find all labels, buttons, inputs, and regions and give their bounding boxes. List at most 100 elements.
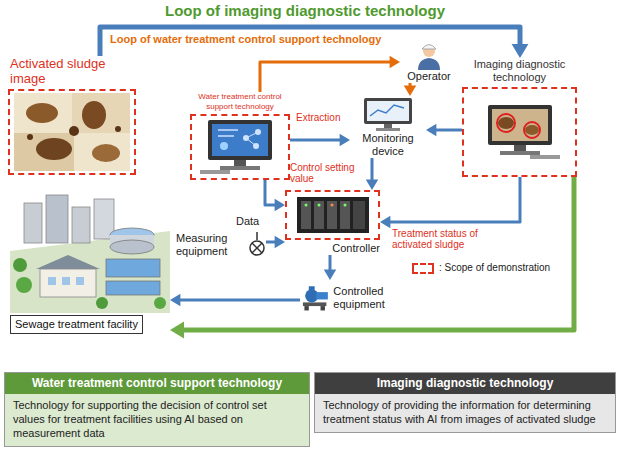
computer-icon-part [246, 138, 256, 146]
scope-box [285, 190, 380, 240]
computer-icon-part [498, 117, 514, 129]
controller-icon-part [314, 201, 324, 229]
sensor-symbol-part [252, 243, 262, 253]
pump-icon-part [316, 292, 328, 299]
operator-icon-part [423, 45, 435, 57]
arrowhead [512, 44, 529, 58]
connector-line [435, 129, 462, 132]
connector-line [265, 180, 276, 205]
panel-body: Technology for supporting the decision o… [5, 394, 309, 446]
computer-icon-part [212, 124, 268, 156]
pump-icon-part [309, 286, 315, 290]
monitor-icon-part [384, 124, 392, 128]
sludge-photo-part [26, 103, 58, 123]
facility-label: Sewage treatment facility [10, 315, 143, 334]
pump-icon-part [304, 306, 308, 310]
arrowhead [426, 124, 436, 136]
connector [100, 27, 528, 58]
info-panel: Water treatment control support technolo… [4, 372, 310, 447]
plant-illustration-part [24, 203, 42, 243]
controller-icon [295, 195, 371, 235]
connector-line [100, 27, 520, 56]
controller-node: Controller [285, 190, 380, 255]
sludge-photo-part [69, 126, 79, 136]
panel-heading: Imaging diagnostic technology [315, 373, 615, 394]
controller-icon-part [327, 201, 337, 229]
connector [170, 177, 574, 338]
controller-icon-part [301, 201, 311, 229]
sensor-symbol [248, 232, 266, 258]
operator-node: Operator [400, 40, 458, 83]
pump-icon [300, 280, 329, 316]
connector [170, 294, 300, 306]
connector [260, 56, 400, 92]
plant-illustration-part [13, 258, 27, 272]
plant-illustration-part [46, 195, 68, 243]
connector-line [260, 62, 391, 92]
plant-illustration-part [96, 297, 108, 309]
sensor-symbol-part [256, 232, 258, 240]
pump-node: Controlled equipment [300, 280, 410, 316]
computer-node: Water treatment control support technolo… [190, 92, 290, 180]
operator-icon [414, 40, 444, 70]
arrowhead [275, 236, 285, 248]
controller-icon-part [304, 204, 307, 207]
controller-label: Controller [285, 240, 380, 255]
arrowhead [275, 199, 285, 211]
annotation: Treatment status of activated sludge [392, 228, 504, 250]
plant-illustration-part [110, 240, 154, 254]
computer-icon-part [220, 166, 260, 170]
connector [290, 134, 350, 146]
tech-label: Water treatment control support technolo… [190, 92, 290, 114]
sludge-photo-part [82, 101, 106, 129]
arrowhead [404, 86, 416, 96]
legend-row: : Scope of demonstration [412, 262, 550, 274]
controller-icon-part [353, 201, 365, 229]
controller-icon-part [340, 201, 350, 229]
computer-icon-part [234, 160, 246, 166]
sensor-symbol-part [250, 241, 264, 255]
monitor-icon-part [367, 101, 409, 121]
controller-icon-part [317, 204, 320, 207]
plant-illustration-part [36, 255, 100, 269]
computer-icon-part [492, 109, 548, 141]
arrowhead [340, 134, 350, 146]
pump-icon-part [321, 306, 325, 310]
sensor-symbol-part [252, 243, 262, 253]
computer-icon-part [218, 129, 238, 131]
sludge-photo-part [115, 126, 121, 132]
operator-label: Operator [400, 70, 458, 83]
legend-text: : Scope of demonstration [439, 262, 550, 274]
controller-icon-part [330, 204, 333, 207]
tech-label: Imaging diagnostic technology [462, 58, 577, 87]
connector [265, 180, 285, 211]
equipment-label: Measuring equipment [176, 232, 248, 258]
image-node: Activated sludge image [8, 56, 136, 175]
computer-icon-part [246, 132, 258, 138]
computer-icon-part [514, 145, 526, 151]
annotation: Data [236, 215, 259, 228]
sludge-photo-part [36, 138, 72, 160]
computer-icon-part [488, 105, 552, 145]
computer-icon-part [530, 155, 560, 159]
controller-icon-part [343, 204, 346, 207]
arrowhead [380, 216, 390, 228]
connector-line [266, 241, 276, 244]
plant-illustration [10, 185, 170, 313]
arrowhead [170, 322, 184, 339]
connector [404, 83, 416, 96]
monitor-icon-part [364, 98, 412, 124]
scope-box [8, 89, 136, 175]
sludge-photo-part [92, 144, 120, 162]
controller-icon-part [297, 197, 369, 233]
equipment-label: Controlled equipment [329, 285, 410, 311]
computer-icon-part [500, 151, 540, 155]
sensor-node: Measuring equipment [176, 232, 266, 258]
computer-icon [474, 103, 566, 161]
plant-illustration-part [62, 277, 70, 285]
annotation: Loop of water treatment control support … [110, 33, 381, 46]
monitor-icon-part [370, 105, 404, 116]
operator-icon-part [422, 45, 436, 50]
connector-line [290, 139, 341, 142]
annotation: Control setting value [290, 162, 356, 184]
